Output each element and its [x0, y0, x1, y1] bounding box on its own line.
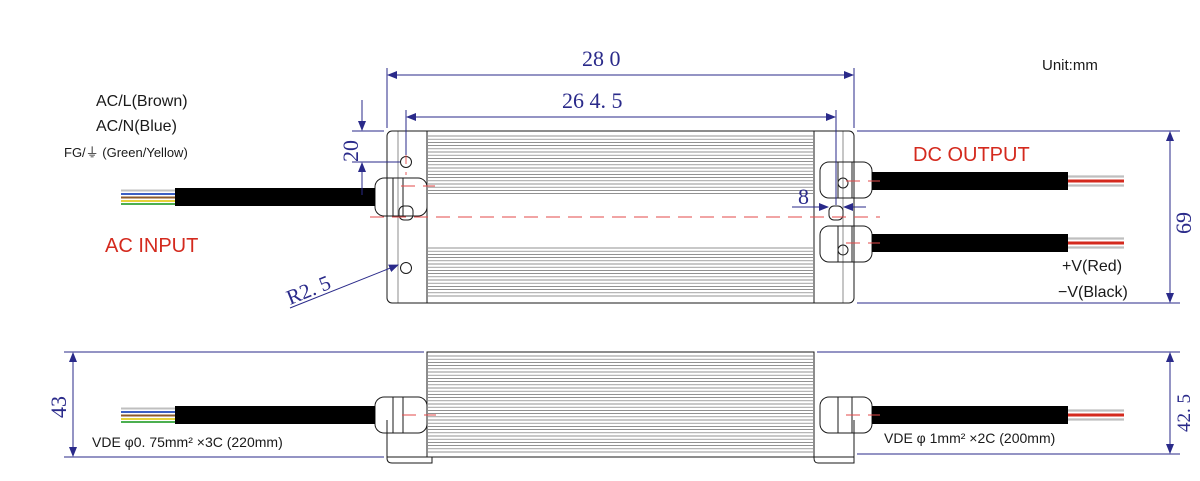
dim-hole-offset: 20 — [338, 140, 363, 162]
output-cable-gland-lower — [819, 225, 873, 263]
output-cable-upper — [872, 172, 1068, 190]
input-cable-gland — [374, 177, 428, 217]
wire-label-ground: FG/⏚ (Green/Yellow) — [64, 145, 188, 160]
positive-wire-label: +V(Red) — [1062, 258, 1122, 275]
dim-width: 69 — [1171, 212, 1196, 234]
housing-outline-side — [426, 351, 815, 458]
side-view — [64, 351, 1180, 464]
cooling-fins-side — [428, 355, 813, 453]
input-cable-top — [175, 188, 375, 206]
wire-label-line: AC/L(Brown) — [96, 93, 188, 110]
mount-hole-bottom-left — [400, 262, 412, 274]
dim-gland-gap: 8 — [798, 184, 809, 209]
dim-mount-spacing: 26 4. 5 — [562, 88, 623, 113]
input-cable-gland-side — [374, 396, 428, 434]
output-cable-spec: VDE φ 1mm² ×2C (200mm) — [884, 430, 1055, 446]
dim-height-right: 42. 5 — [1174, 394, 1195, 432]
ac-input-label: AC INPUT — [105, 235, 198, 257]
mount-slot-left — [398, 205, 414, 221]
output-cable-side — [872, 406, 1068, 424]
radius-leader — [289, 264, 399, 309]
dc-output-label: DC OUTPUT — [913, 144, 1030, 166]
mount-slot-right — [828, 205, 844, 221]
dim-radius: R2. 5 — [283, 270, 334, 309]
top-view — [121, 68, 1180, 309]
wire-label-neutral: AC/N(Blue) — [96, 118, 177, 135]
output-cable-lower — [872, 234, 1068, 252]
negative-wire-label: −V(Black) — [1058, 284, 1128, 301]
dim-overall-length: 28 0 — [582, 46, 621, 71]
unit-label: Unit:mm — [1042, 57, 1098, 74]
output-cable-gland-upper — [819, 161, 873, 199]
dim-height-left: 43 — [46, 396, 71, 418]
input-cable-spec: VDE φ0. 75mm² ×3C (220mm) — [92, 434, 283, 450]
input-cable-side — [175, 406, 375, 424]
cooling-fins-top — [428, 135, 813, 297]
